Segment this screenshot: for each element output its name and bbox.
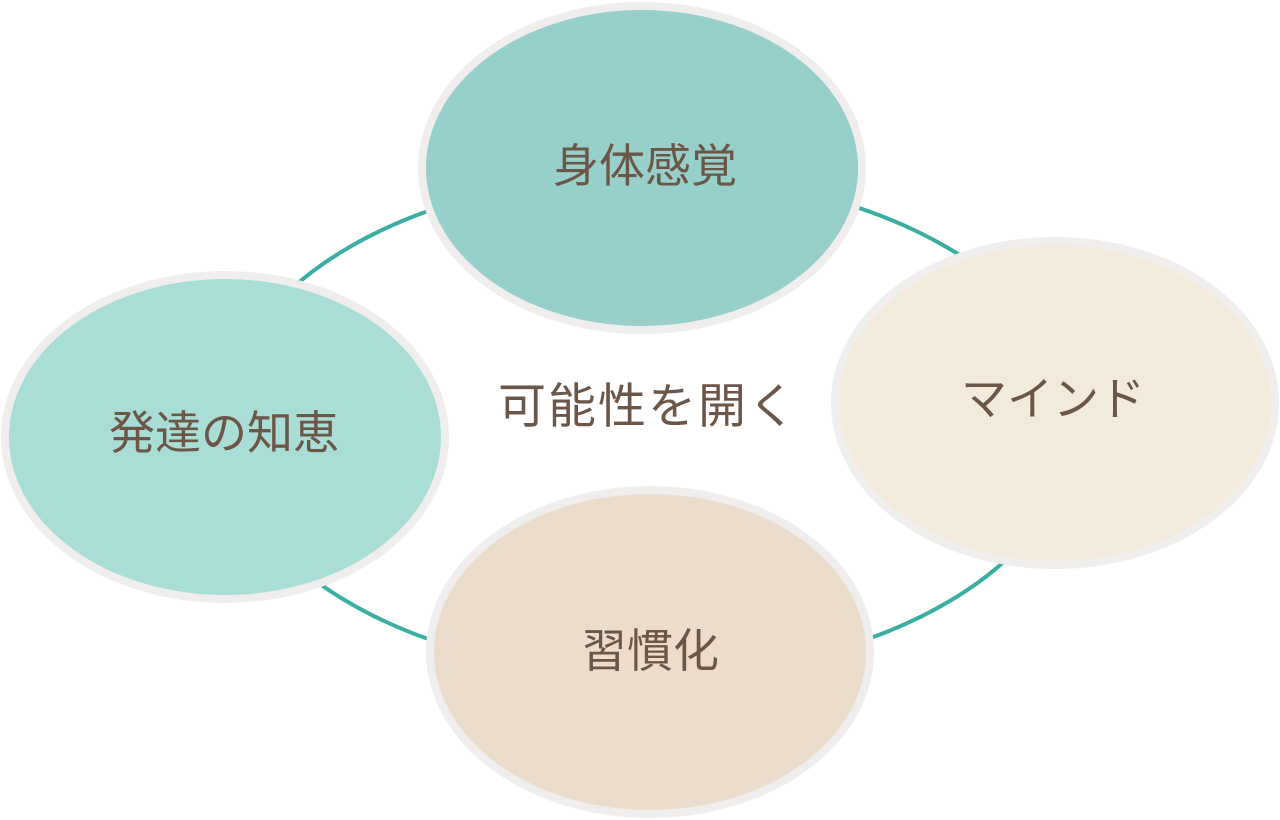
node-left: 発達の知恵 (1, 271, 449, 603)
node-bottom: 習慣化 (426, 486, 874, 818)
node-left-circle (1, 271, 449, 603)
node-bottom-label: 習慣化 (581, 624, 719, 678)
node-top-label: 身体感覚 (553, 139, 737, 193)
node-top-circle (418, 2, 866, 334)
node-top: 身体感覚 (418, 2, 866, 334)
node-right: マインド (831, 237, 1279, 569)
node-bottom-circle (426, 486, 874, 818)
node-left-label: 発達の知恵 (109, 406, 339, 460)
node-right-label: マインド (961, 372, 1145, 426)
node-right-circle (831, 237, 1279, 569)
center-label: 可能性を開く (498, 379, 798, 435)
